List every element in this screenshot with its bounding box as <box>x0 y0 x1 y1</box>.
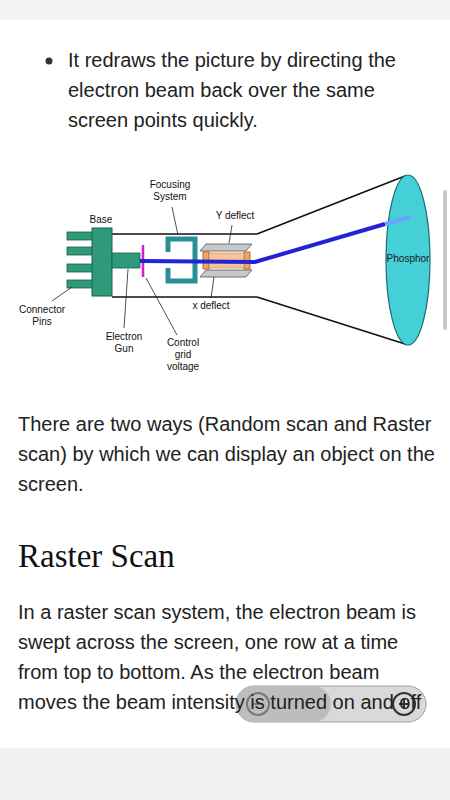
leader-lines <box>52 207 232 335</box>
phosphor-screen <box>386 175 430 345</box>
part-label: Y deflect <box>205 210 265 222</box>
part-label: x deflect <box>181 300 241 312</box>
part-label: Focusing System <box>140 179 200 203</box>
bullet-text: It redraws the picture by directing the … <box>68 45 440 135</box>
y-deflect-plate <box>200 244 252 251</box>
screen-node: Phosphor <box>387 253 430 265</box>
top-strip <box>0 0 450 20</box>
part-label: Electron Gun <box>103 331 145 355</box>
paragraph: In a raster scan system, the electron be… <box>18 597 443 717</box>
electron-gun <box>112 253 140 268</box>
bullet-dot <box>46 58 53 65</box>
part-label: Connector Pins <box>14 304 70 328</box>
crt-tube <box>112 176 405 344</box>
node-text: Phosphor <box>387 253 430 265</box>
part-label: Base <box>81 214 121 226</box>
part-label: Control grid voltage <box>161 337 205 373</box>
scrollbar <box>443 190 447 330</box>
electron-beam <box>385 217 410 224</box>
paragraph: There are two ways (Random scan and Rast… <box>18 409 438 499</box>
section-heading: Raster Scan <box>18 536 175 576</box>
bottom-bar <box>0 748 450 800</box>
connector-pins <box>67 232 94 288</box>
y-deflect-plate <box>200 270 252 277</box>
base <box>92 228 112 296</box>
